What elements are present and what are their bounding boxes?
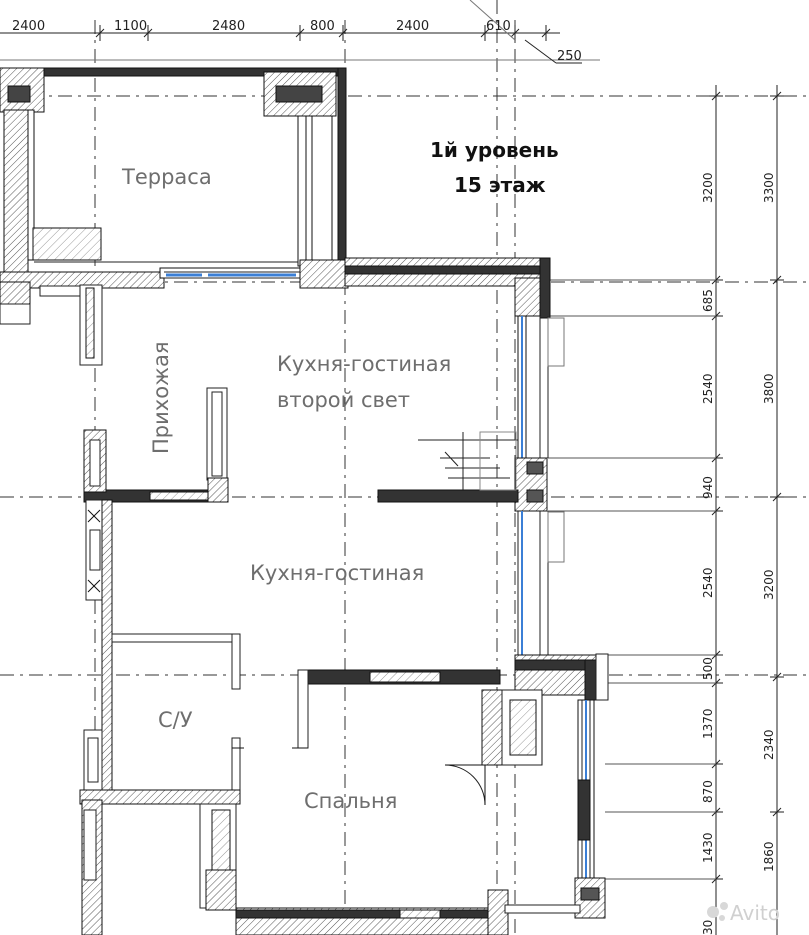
room-label-kitchen-lower: Кухня-гостиная (250, 561, 424, 585)
top-dim-1: 2400 (12, 19, 45, 34)
room-label-bedroom: Спальня (304, 789, 397, 813)
top-dim-3: 2480 (212, 19, 245, 34)
right-dim-inner-7: 1370 (701, 708, 715, 739)
right-dimension-chains (548, 85, 784, 935)
floor-title: 15 этаж (454, 173, 546, 197)
top-dim-7: 250 (557, 49, 582, 64)
room-label-kitchen-upper-line1: Кухня-гостиная (277, 352, 451, 376)
right-dim-outer-4: 2340 (762, 729, 776, 760)
top-dim-4: 800 (310, 19, 335, 34)
top-dim-2: 1100 (114, 19, 147, 34)
right-dim-labels-outer: 3300 3800 3200 2340 1860 (762, 172, 776, 872)
top-dim-5: 2400 (396, 19, 429, 34)
watermark: Avito (707, 901, 780, 925)
room-label-bathroom: С/У (158, 708, 193, 732)
right-dim-outer-1: 3300 (762, 172, 776, 203)
right-dim-outer-3: 3200 (762, 569, 776, 600)
room-label-hallway: Прихожая (149, 342, 173, 454)
room-label-kitchen-upper-line2: второй свет (277, 388, 410, 412)
room-label-terrace: Терраса (121, 165, 212, 189)
stair (418, 431, 518, 491)
right-dim-inner-2: 685 (701, 289, 715, 312)
right-dim-inner-5: 2540 (701, 567, 715, 598)
right-dim-inner-3: 2540 (701, 373, 715, 404)
top-dimension-chain (0, 0, 600, 64)
right-dim-inner-4: 940 (701, 476, 715, 499)
right-dim-outer-2: 3800 (762, 373, 776, 404)
right-dim-inner-6: 500 (701, 657, 715, 680)
right-dim-inner-8: 870 (701, 780, 715, 803)
right-dim-outer-5: 1860 (762, 841, 776, 872)
right-dim-inner-10: 30 (701, 920, 715, 935)
top-dim-6: 610 (486, 19, 511, 34)
right-dim-labels-inner: 3200 685 2540 940 2540 500 1370 870 1430… (701, 172, 715, 935)
watermark-text: Avito (730, 901, 780, 925)
right-dim-inner-1: 3200 (701, 172, 715, 203)
level-title: 1й уровень (430, 138, 559, 162)
walls (0, 67, 609, 935)
right-dim-inner-9: 1430 (701, 832, 715, 863)
